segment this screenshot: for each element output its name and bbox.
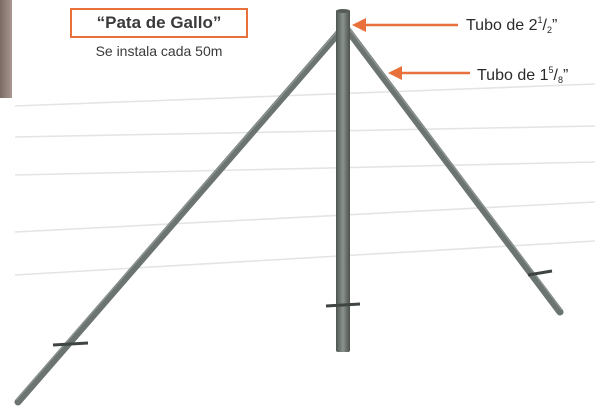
callout-brace-pipe: Tubo de 15/8”	[477, 65, 568, 85]
left-brace-pipe	[14, 24, 347, 406]
right-anchor-clip	[527, 269, 553, 277]
diagram-subtitle: Se instala cada 50m	[95, 43, 223, 59]
orange-arrow-left	[388, 66, 470, 80]
inch-mark: ”	[562, 67, 569, 84]
fraction-denominator: 2	[546, 25, 552, 35]
left-anchor-clip	[52, 341, 89, 347]
callout-main-pipe: Tubo de 21/2”	[466, 15, 557, 35]
fraction-slash: /	[553, 67, 558, 84]
fraction-numerator: 1	[537, 15, 543, 25]
fence-wire	[14, 240, 596, 276]
orange-arrow-left	[352, 18, 458, 32]
diagram-title: “Pata de Gallo”	[96, 13, 222, 32]
callout-prefix: Tubo de 1	[477, 67, 549, 84]
inch-mark: ”	[551, 17, 558, 34]
fence-wire	[14, 161, 596, 176]
post-anchor-clip	[325, 302, 361, 308]
background-photo-edge	[0, 0, 12, 98]
fence-wires	[14, 83, 596, 276]
callout-prefix: Tubo de 2	[466, 17, 538, 34]
fence-wire	[14, 125, 596, 138]
title-box: “Pata de Gallo”	[70, 8, 248, 38]
fence-wire	[14, 83, 596, 107]
fraction-denominator: 8	[557, 75, 563, 85]
central-post	[336, 10, 350, 352]
fraction-slash: /	[542, 17, 547, 34]
fence-wire	[14, 201, 596, 233]
right-brace-pipe	[342, 24, 564, 316]
fraction-numerator: 5	[548, 65, 554, 75]
